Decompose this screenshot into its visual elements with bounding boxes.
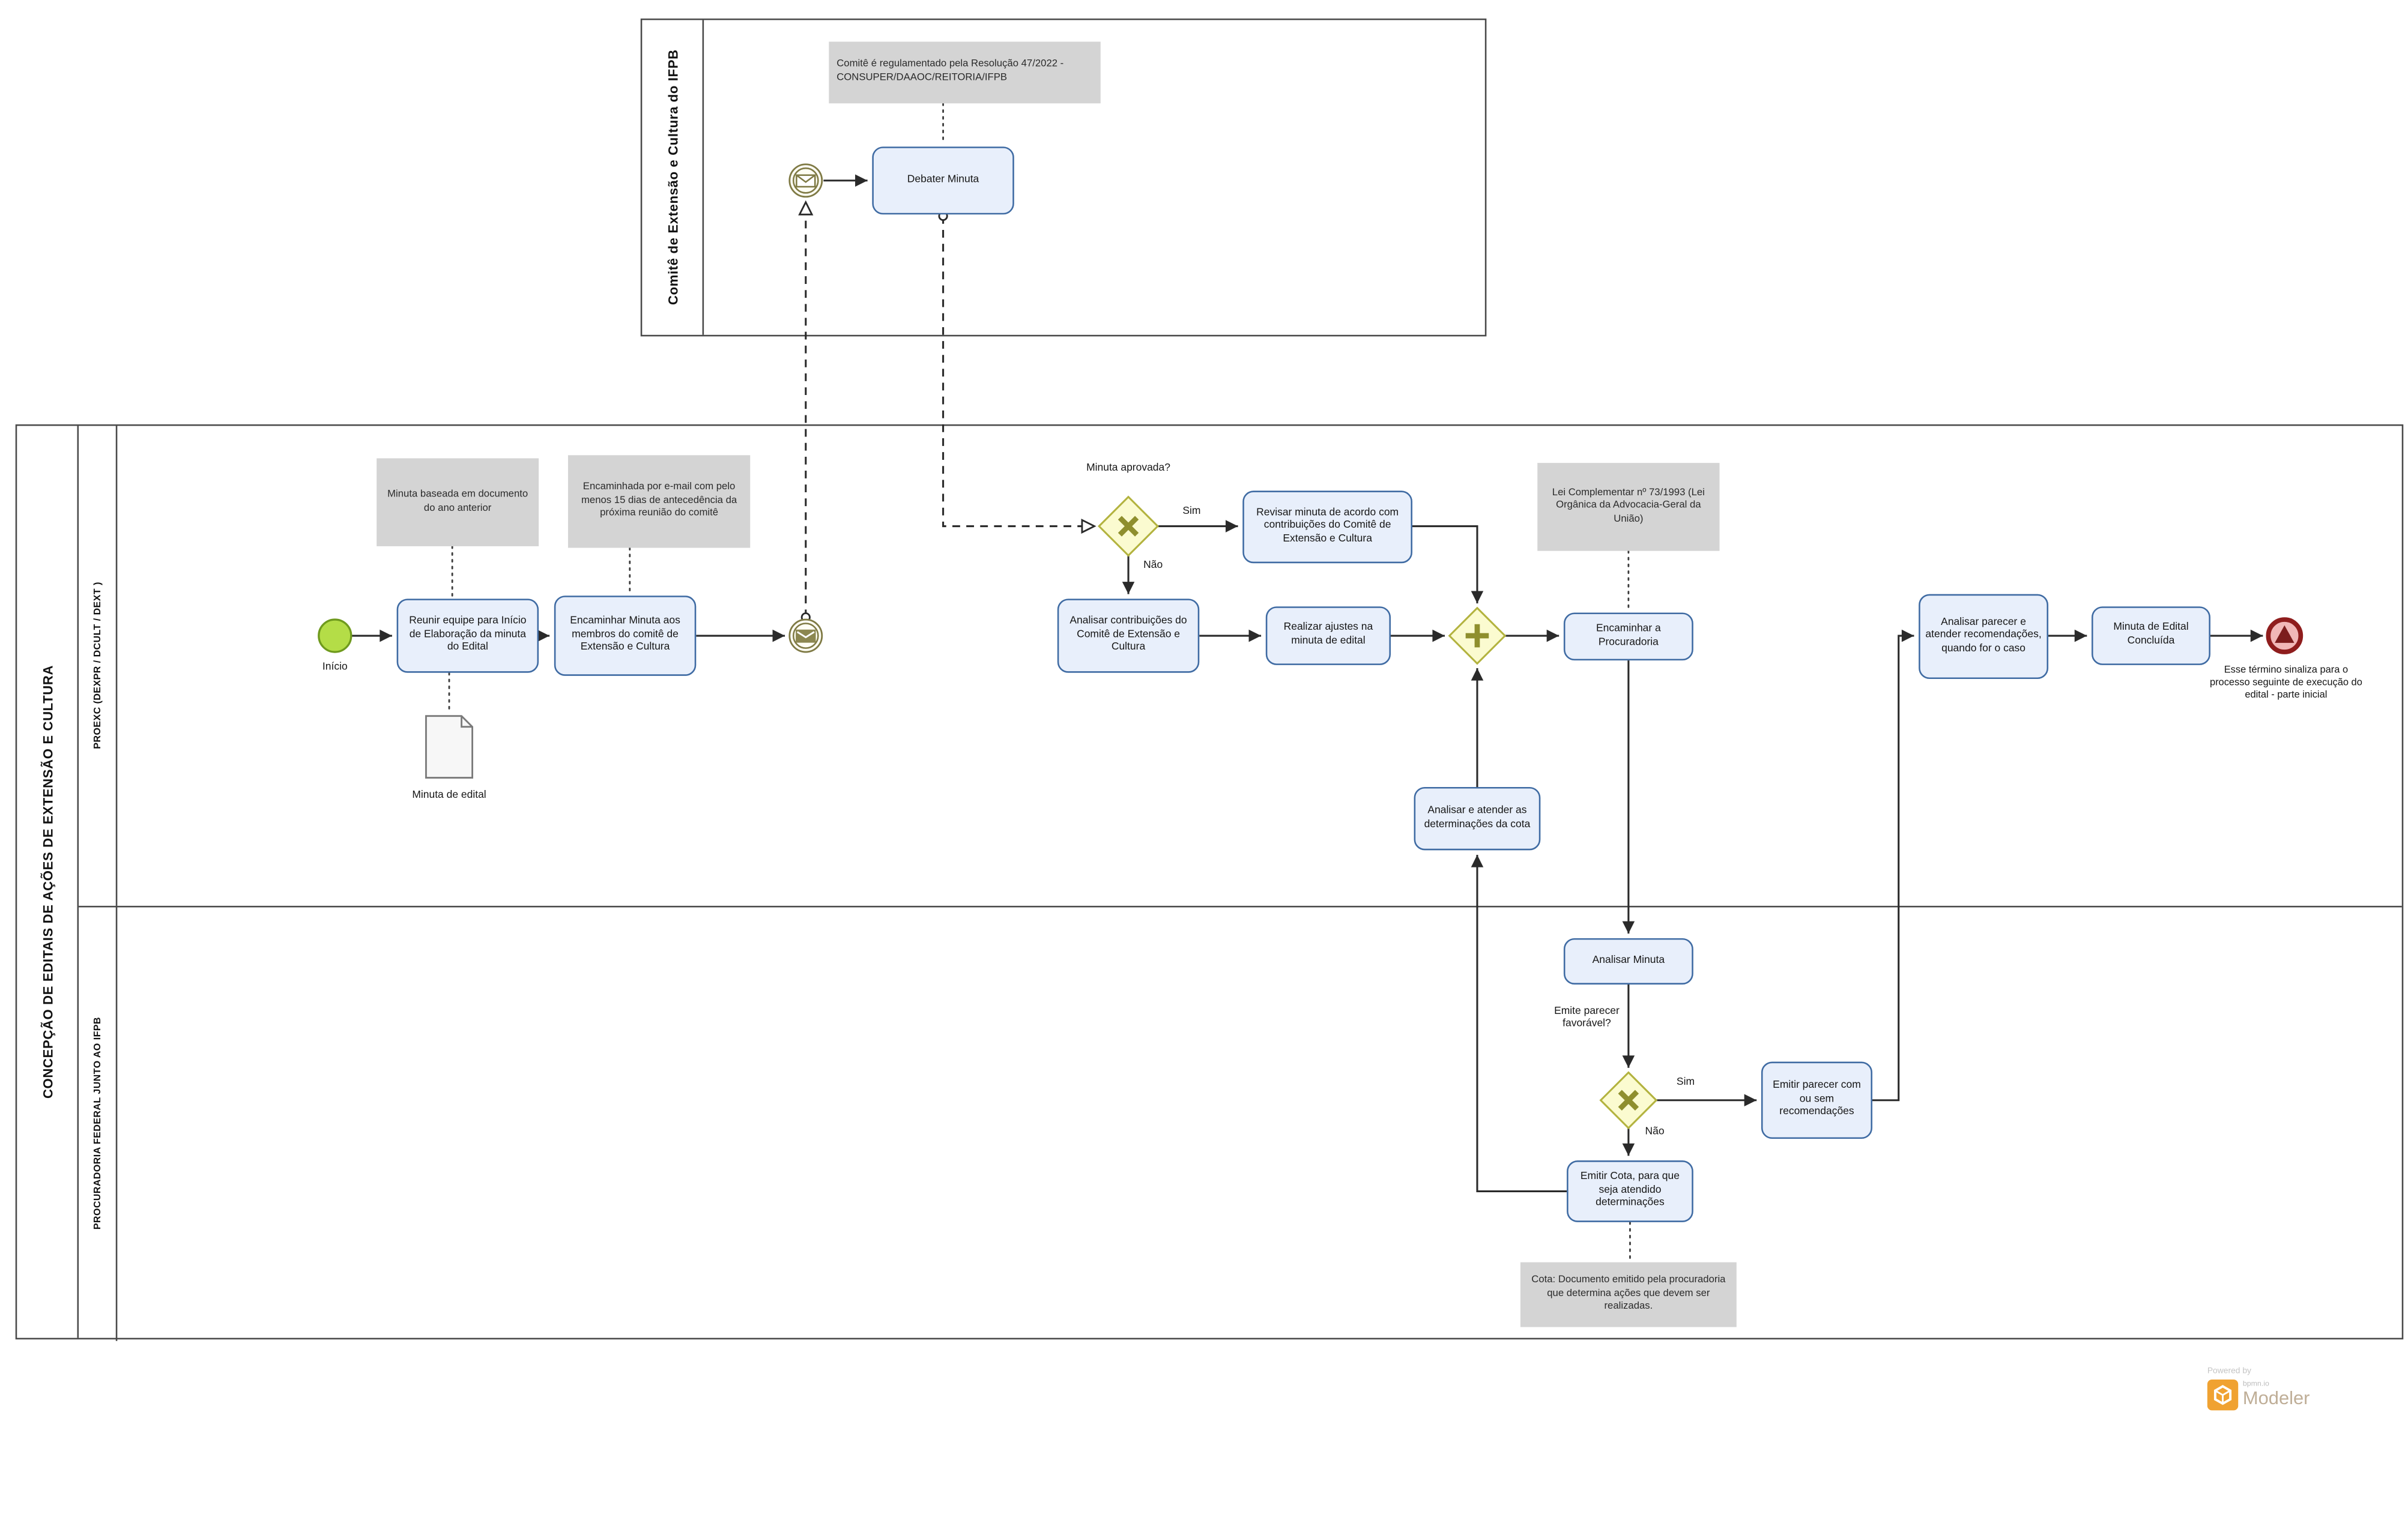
- annotation-lei-complementar[interactable]: Lei Complementar nº 73/1993 (Lei Orgânic…: [1537, 463, 1720, 551]
- annotation-encaminhada-email[interactable]: Encaminhada por e-mail com pelo menos 15…: [567, 455, 751, 548]
- task-analisar-parecer[interactable]: Analisar parecer e atender recomendações…: [1919, 594, 2049, 680]
- gateway-parecer-label: Emite parecer favorável?: [1554, 1006, 1620, 1030]
- task-emitir-cota[interactable]: Emitir Cota, para que seja atendido dete…: [1567, 1160, 1693, 1222]
- task-analisar-minuta[interactable]: Analisar Minuta: [1563, 938, 1693, 985]
- pool-concepcao-editais[interactable]: CONCEPÇÃO DE EDITAIS DE AÇÕES DE EXTENSÃ…: [15, 424, 2404, 1341]
- pool-comite-title: Comitê de Extensão e Cultura do IFPB: [664, 49, 680, 306]
- label-nao-gateway3: Não: [1645, 1126, 1665, 1138]
- lane-procuradoria-header[interactable]: PROCURADORIA FEDERAL JUNTO AO IFPB: [79, 905, 118, 1341]
- modeler-logo-icon: [2207, 1380, 2239, 1411]
- watermark-powered-by: Powered by: [2207, 1367, 2251, 1377]
- pool-concepcao-header[interactable]: CONCEPÇÃO DE EDITAIS DE AÇÕES DE EXTENSÃ…: [17, 426, 79, 1338]
- task-encaminhar-minuta[interactable]: Encaminhar Minuta aos membros do comitê …: [554, 596, 697, 676]
- annotation-resolucao-comite[interactable]: Comitê é regulamentado pela Resolução 47…: [829, 41, 1101, 104]
- watermark-brand: Modeler: [2242, 1387, 2310, 1410]
- task-emitir-parecer[interactable]: Emitir parecer com ou sem recomendações: [1761, 1061, 1873, 1139]
- task-debater-minuta[interactable]: Debater Minuta: [872, 146, 1014, 215]
- task-realizar-ajustes[interactable]: Realizar ajustes na minuta de edital: [1265, 606, 1391, 665]
- pool-comite-header[interactable]: Comitê de Extensão e Cultura do IFPB: [642, 20, 704, 335]
- task-minuta-concluida[interactable]: Minuta de Edital Concluída: [2092, 606, 2210, 665]
- lane-proexc-header[interactable]: PROEXC (DEXPR / DCULT / DEXT ): [79, 426, 118, 906]
- annotation-minuta-baseada[interactable]: Minuta baseada em documento do ano anter…: [377, 458, 539, 546]
- label-sim-gateway1: Sim: [1182, 506, 1201, 517]
- end-event-note: Esse término sinaliza para o processo se…: [2209, 665, 2362, 701]
- task-reunir-equipe[interactable]: Reunir equipe para Início de Elaboração …: [396, 599, 539, 673]
- start-event-label: Início: [322, 662, 348, 673]
- task-revisar-minuta[interactable]: Revisar minuta de acordo com contribuiçõ…: [1242, 490, 1413, 564]
- task-encaminhar-procuradoria[interactable]: Encaminhar a Procuradoria: [1563, 612, 1693, 661]
- lane-procuradoria-title: PROCURADORIA FEDERAL JUNTO AO IFPB: [91, 1017, 103, 1230]
- task-atender-determinacoes-cota[interactable]: Analisar e atender as determinações da c…: [1414, 786, 1541, 851]
- gateway-aprovada-label: Minuta aprovada?: [1086, 463, 1170, 474]
- watermark-brand-small: bpmn.io: [2242, 1381, 2269, 1389]
- bpmn-io-watermark[interactable]: Powered by bpmn.io Modeler: [2207, 1367, 2310, 1411]
- pool-concepcao-title: CONCEPÇÃO DE EDITAIS DE AÇÕES DE EXTENSÃ…: [39, 665, 55, 1099]
- label-nao-gateway1: Não: [1143, 560, 1163, 572]
- document-minuta-label: Minuta de edital: [412, 790, 486, 801]
- task-analisar-contribuicoes[interactable]: Analisar contribuições do Comitê de Exte…: [1057, 599, 1200, 673]
- annotation-cota-definicao[interactable]: Cota: Documento emitido pela procuradori…: [1520, 1262, 1737, 1327]
- lane-divider: [79, 905, 2402, 908]
- label-sim-gateway3: Sim: [1676, 1077, 1695, 1088]
- lane-proexc-title: PROEXC (DEXPR / DCULT / DEXT ): [91, 582, 103, 750]
